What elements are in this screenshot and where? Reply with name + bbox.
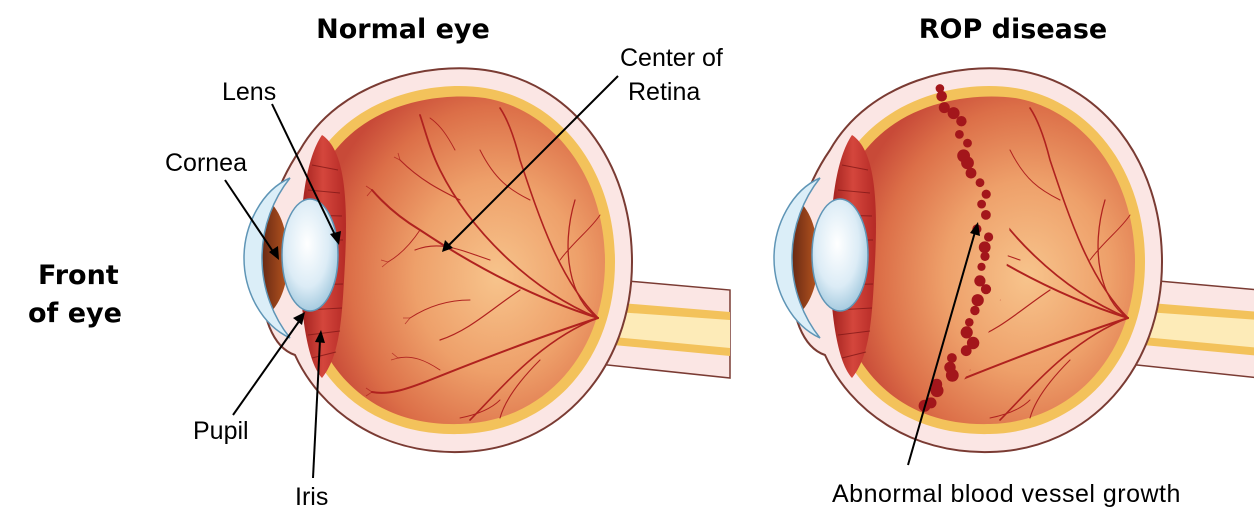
abnormal-vessel-dot bbox=[948, 107, 960, 119]
abnormal-vessel-dot bbox=[956, 116, 966, 126]
abnormal-vessel-dot bbox=[982, 190, 991, 199]
abnormal-vessel-dot bbox=[963, 139, 972, 148]
abnormal-vessel-dot bbox=[984, 232, 993, 241]
front-of-eye-label-line2: of eye bbox=[28, 298, 122, 329]
abnormal-vessel-dot bbox=[976, 178, 985, 187]
abnormal-vessel-dot bbox=[981, 284, 991, 294]
abnormal-vessel-dot bbox=[965, 318, 974, 327]
abnormal-vessel-dot bbox=[936, 91, 947, 102]
abnormal-vessel-dot bbox=[981, 210, 991, 220]
abnormal-vessel-dot bbox=[946, 369, 959, 382]
abnormal-vessel-dot bbox=[966, 168, 977, 179]
abnormal-vessel-dot bbox=[961, 157, 974, 170]
iris-label: Iris bbox=[295, 483, 328, 511]
pupil-label: Pupil bbox=[193, 417, 249, 445]
abnormal-vessel-dot bbox=[961, 326, 973, 338]
abnormal-vessel-dot bbox=[972, 294, 984, 306]
normal-eye-title: Normal eye bbox=[316, 14, 490, 45]
cornea-label: Cornea bbox=[165, 149, 247, 177]
abnormal-vessel-dot bbox=[931, 384, 944, 397]
abnormal-vessel-dot bbox=[979, 241, 991, 253]
front-of-eye-label-line1: Front bbox=[38, 260, 119, 291]
rop-disease-title: ROP disease bbox=[919, 14, 1108, 45]
abnormal-vessel-dot bbox=[980, 252, 989, 261]
abnormal-vessel-dot bbox=[970, 306, 979, 315]
lens-label: Lens bbox=[222, 78, 276, 106]
abnormal-vessel-dot bbox=[977, 200, 986, 209]
center-of-retina-label-line2: Retina bbox=[628, 78, 700, 106]
abnormal-vessel-dot bbox=[955, 130, 964, 139]
abnormal-vessel-dot bbox=[961, 345, 972, 356]
abnormal-vessel-dot bbox=[977, 263, 985, 271]
center-of-retina-label-line1: Center of bbox=[620, 44, 723, 72]
rop-eye-illustration bbox=[774, 68, 1254, 452]
abnormal-blood-vessel-growth-label: Abnormal blood vessel growth bbox=[832, 480, 1181, 508]
abnormal-vessel-dot bbox=[947, 353, 957, 363]
